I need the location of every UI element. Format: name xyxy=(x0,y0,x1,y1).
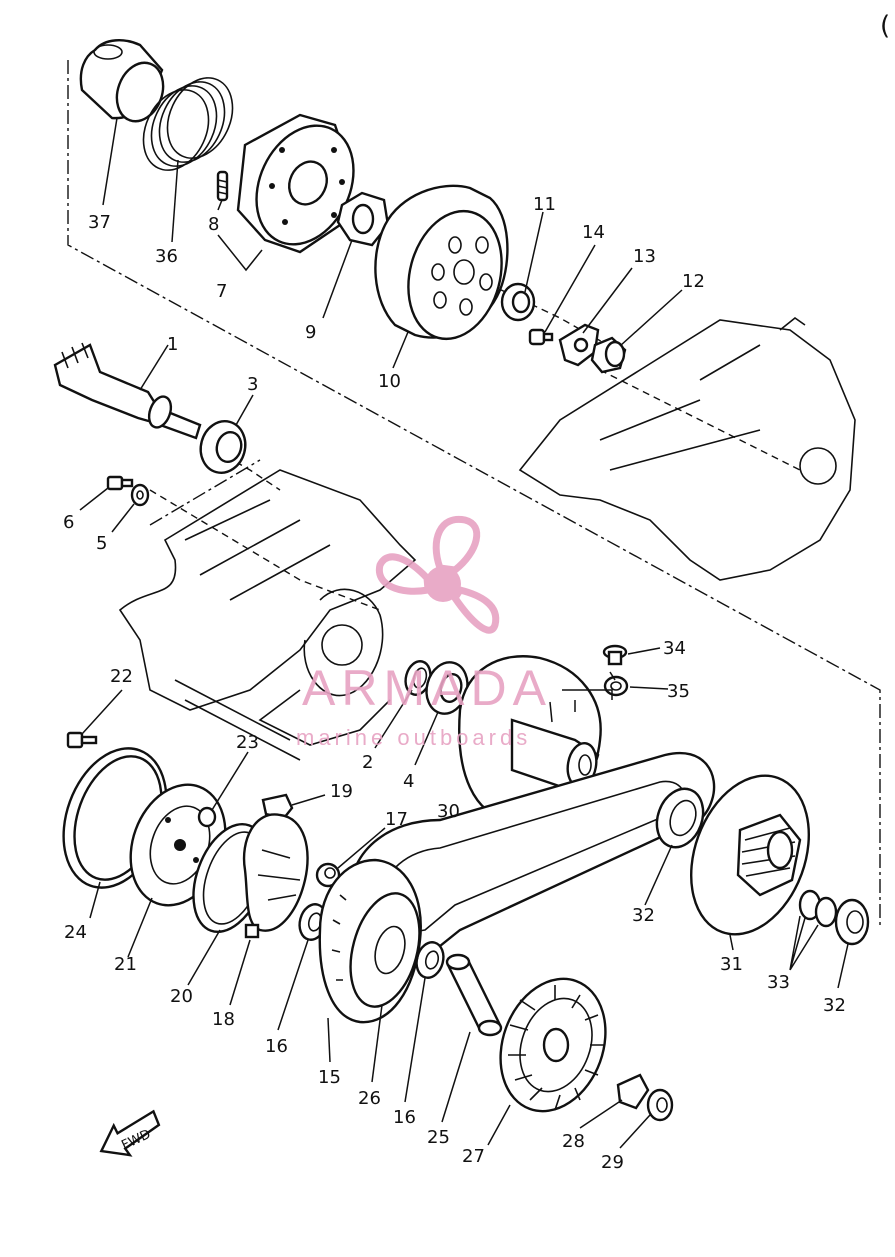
part-11-bearing xyxy=(500,282,536,322)
callout-p4: 4 xyxy=(403,771,414,792)
callout-p32a: 32 xyxy=(632,905,655,926)
callout-p22: 22 xyxy=(110,666,133,687)
leader-lines xyxy=(79,117,849,1149)
corner-mark: ( xyxy=(880,11,890,41)
part-4-bearing xyxy=(425,661,469,715)
watermark-title: ARMADA xyxy=(302,660,552,716)
part-19-clip xyxy=(261,793,294,820)
part-27-fan xyxy=(499,977,607,1113)
callout-p20: 20 xyxy=(170,986,193,1007)
callout-p1: 1 xyxy=(167,334,178,355)
part-23-weight xyxy=(197,806,217,828)
part-1-shaft xyxy=(53,342,202,440)
part-14-bolt xyxy=(528,328,554,346)
callout-p6: 6 xyxy=(63,512,74,533)
callout-p26: 26 xyxy=(358,1088,381,1109)
propeller-logo-icon xyxy=(375,515,500,634)
part-9-nut xyxy=(336,191,390,247)
part-30-fixed-sheave xyxy=(458,655,602,822)
callout-p34: 34 xyxy=(663,638,686,659)
part-28-clip xyxy=(616,1073,650,1110)
callout-p30: 30 xyxy=(437,801,460,822)
callout-p8: 8 xyxy=(208,214,219,235)
callout-p12: 12 xyxy=(682,271,705,292)
callout-p24: 24 xyxy=(64,922,87,943)
watermark-subtitle: marine outboards xyxy=(296,725,531,750)
part-12-spacer xyxy=(590,336,627,374)
callout-p16a: 16 xyxy=(265,1036,288,1057)
part-29-nut xyxy=(646,1088,674,1122)
callout-p32b: 32 xyxy=(823,995,846,1016)
callout-p35: 35 xyxy=(667,681,690,702)
part-32-oil-seal-b xyxy=(834,898,870,946)
callout-p28: 28 xyxy=(562,1131,585,1152)
callout-p25: 25 xyxy=(427,1127,450,1148)
part-31-secondary-sheave xyxy=(689,774,811,936)
part-6-bolt xyxy=(106,475,134,491)
callout-p33: 33 xyxy=(767,972,790,993)
part-18-cam-plate xyxy=(242,813,309,939)
part-3-oil-seal xyxy=(199,420,247,474)
callout-p3: 3 xyxy=(247,374,258,395)
callout-p10: 10 xyxy=(378,371,401,392)
callout-p27: 27 xyxy=(462,1146,485,1167)
part-17-roller xyxy=(315,862,341,888)
part-34-bolt xyxy=(602,644,628,666)
callout-labels: 3736879101114131213652223191724303435242… xyxy=(63,194,846,1173)
part-22-screw xyxy=(66,731,98,749)
part-32-oil-seal-a xyxy=(655,787,705,849)
fwd-arrow: FWD xyxy=(99,1109,161,1157)
callout-p15: 15 xyxy=(318,1067,341,1088)
callout-p18: 18 xyxy=(212,1009,235,1030)
part-35-collar xyxy=(603,675,629,697)
callout-p36: 36 xyxy=(155,246,178,267)
callout-p21: 21 xyxy=(114,954,137,975)
callout-p14: 14 xyxy=(582,222,605,243)
part-5-washer xyxy=(130,483,150,507)
part-15-moveable-sheave xyxy=(318,858,422,1024)
part-7-clutch-carrier xyxy=(236,113,355,254)
callout-p5: 5 xyxy=(96,533,107,554)
crankcase-housing xyxy=(118,469,417,761)
callout-p13: 13 xyxy=(633,246,656,267)
part-33-washers xyxy=(798,889,838,928)
callout-p29: 29 xyxy=(601,1152,624,1173)
callout-p9: 9 xyxy=(305,322,316,343)
crankcase-cover xyxy=(518,317,856,581)
part-37-collar xyxy=(79,39,165,123)
part-10-clutch-housing xyxy=(374,184,509,341)
part-8-bolt xyxy=(216,170,229,202)
part-25-collar xyxy=(445,953,503,1037)
callout-p31: 31 xyxy=(720,954,743,975)
callout-p11: 11 xyxy=(533,194,556,215)
callout-p7: 7 xyxy=(216,281,227,302)
callout-p17: 17 xyxy=(385,809,408,830)
callout-p2: 2 xyxy=(362,752,373,773)
callout-p16b: 16 xyxy=(393,1107,416,1128)
callout-p23: 23 xyxy=(236,732,259,753)
assembly-boundary-lines xyxy=(67,60,881,925)
watermark: ARMADA marine outboards xyxy=(296,515,552,750)
callout-p37: 37 xyxy=(88,212,111,233)
part-36-spring xyxy=(142,77,234,171)
callout-p19: 19 xyxy=(330,781,353,802)
